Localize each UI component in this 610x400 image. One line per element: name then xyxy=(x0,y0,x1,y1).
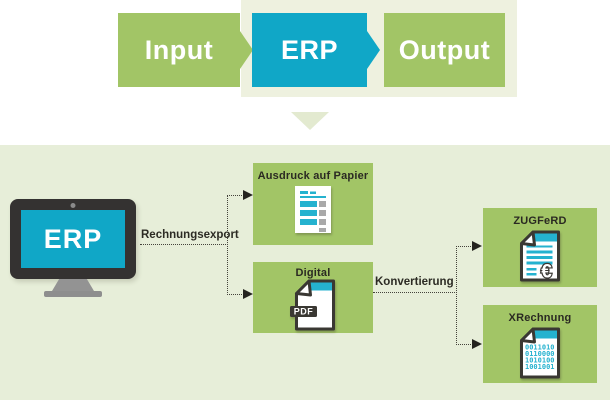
zugferd-box-title: ZUGFeRD xyxy=(513,215,567,227)
dotted-connector xyxy=(456,246,473,247)
dotted-connector xyxy=(373,292,457,293)
arrow-right-icon xyxy=(367,31,380,69)
arrowhead-icon xyxy=(472,241,482,251)
euro-invoice-icon: € xyxy=(520,230,560,283)
dotted-connector xyxy=(227,195,244,196)
flow-step-output-label: Output xyxy=(398,34,491,65)
euro-symbol: € xyxy=(541,262,552,283)
pdf-file-icon: PDF xyxy=(290,279,335,331)
dotted-connector xyxy=(456,246,457,345)
monitor-screen: ERP xyxy=(21,210,125,268)
flow-step-input-label: Input xyxy=(144,34,214,65)
dotted-connector xyxy=(227,294,244,295)
flow-step-erp-label: ERP xyxy=(280,34,339,65)
paper-output-box-title: Ausdruck auf Papier xyxy=(257,170,369,182)
digital-output-box: Digital PDF xyxy=(253,262,373,333)
dotted-connector xyxy=(456,344,473,345)
dotted-connector xyxy=(227,195,228,295)
arrowhead-icon xyxy=(243,190,253,200)
binary-line: 0110000 xyxy=(525,350,555,358)
erp-monitor: ERP xyxy=(10,199,136,279)
binary-line: 1001001 xyxy=(525,363,555,371)
binary-line: 1010100 xyxy=(525,357,555,365)
arrowhead-icon xyxy=(243,289,253,299)
zugferd-box: ZUGFeRD € xyxy=(483,208,597,287)
xrechnung-box-title: XRechnung xyxy=(508,312,572,324)
monitor-stand xyxy=(52,279,94,291)
flow-step-input: Input xyxy=(118,13,253,87)
arrowhead-icon xyxy=(472,339,482,349)
pdf-badge-label: PDF xyxy=(294,307,314,317)
rechnungsexport-label: Rechnungsexport xyxy=(141,229,239,241)
printed-invoice-icon xyxy=(295,186,331,233)
monitor-screen-label: ERP xyxy=(43,223,103,254)
arrow-right-icon xyxy=(240,31,253,69)
paper-output-box: Ausdruck auf Papier xyxy=(253,163,373,245)
konvertierung-label: Konvertierung xyxy=(375,276,454,288)
digital-output-box-title: Digital xyxy=(295,267,331,279)
monitor-stand-base xyxy=(44,291,102,297)
binary-file-icon: 0011010 0110000 1010100 1001001 xyxy=(520,327,560,379)
camera-dot-icon xyxy=(70,202,76,208)
binary-line: 0011010 xyxy=(525,344,555,352)
flow-step-output: Output xyxy=(384,13,505,87)
down-arrow-icon xyxy=(291,112,329,130)
xrechnung-box: XRechnung 0011010 0110000 1010100 100100… xyxy=(483,305,597,383)
flow-step-erp: ERP xyxy=(252,13,380,87)
dotted-connector xyxy=(140,244,228,245)
